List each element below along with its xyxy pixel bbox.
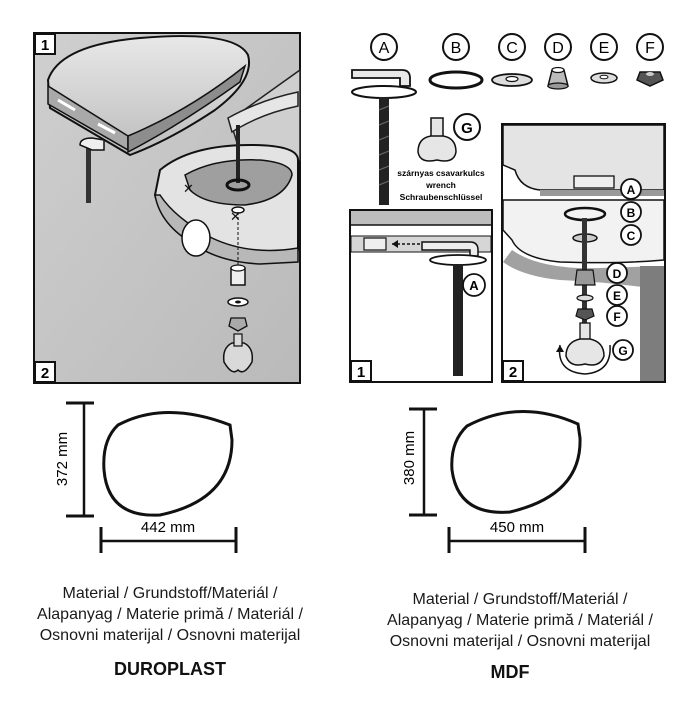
part-e-small-washer bbox=[590, 72, 618, 84]
part-f-nut bbox=[636, 71, 664, 87]
inset2-callout-a: A bbox=[620, 178, 642, 200]
material-line: Osnovni materijal / Osnovni materijal bbox=[389, 633, 651, 650]
material-line: Alapanyag / Materie primă / Materiál / bbox=[37, 606, 303, 623]
inset-step-1: A 1 bbox=[349, 209, 493, 383]
part-d-sleeve bbox=[547, 66, 569, 90]
inset2-step-number: 2 bbox=[509, 364, 517, 381]
part-label-a: A bbox=[370, 33, 398, 61]
inset1-step-number: 1 bbox=[357, 364, 365, 381]
part-label-e: E bbox=[590, 33, 618, 61]
part-label-b: B bbox=[442, 33, 470, 61]
part-c-washer bbox=[491, 73, 533, 87]
part-a-hinge-bolt bbox=[351, 69, 417, 205]
material-line: Material / Grundstoff/Materiál / bbox=[62, 585, 278, 602]
svg-text:✕: ✕ bbox=[230, 209, 241, 224]
svg-text:G: G bbox=[618, 344, 627, 358]
toilet-lid-illustration bbox=[46, 35, 250, 157]
material-line: Alapanyag / Materie primă / Materiál / bbox=[387, 612, 653, 629]
left-step-bottom-number: 2 bbox=[41, 365, 49, 382]
svg-text:A: A bbox=[379, 40, 390, 57]
seat-right-width-label: 450 mm bbox=[490, 519, 544, 536]
svg-text:C: C bbox=[506, 40, 518, 57]
wrench-label-de: Schraubenschlüssel bbox=[400, 192, 483, 202]
left-step-top-number: 1 bbox=[41, 37, 49, 54]
material-text-right: Material / Grundstoff/Materiál / Alapany… bbox=[340, 589, 700, 652]
part-label-c: C bbox=[498, 33, 526, 61]
inset2-callout-b: B bbox=[620, 201, 642, 223]
material-line: Osnovni materijal / Osnovni materijal bbox=[39, 627, 301, 644]
seat-dimension-right: 380 mm 450 mm bbox=[401, 407, 587, 553]
svg-text:F: F bbox=[645, 40, 655, 57]
seat-right-height-label: 380 mm bbox=[401, 431, 418, 485]
parts-legend: A B C D E F bbox=[351, 33, 664, 205]
svg-text:E: E bbox=[613, 289, 621, 303]
part-g-wing-wrench: G szárnyas csavarkulcs wrench Schraubens… bbox=[397, 113, 485, 202]
svg-text:✕: ✕ bbox=[183, 181, 194, 196]
inset2-callout-c: C bbox=[620, 224, 642, 246]
part-b-ring bbox=[428, 70, 484, 90]
seat-outline-right bbox=[450, 410, 582, 514]
part-label-g: G bbox=[461, 120, 473, 137]
inset2-callout-d: D bbox=[606, 262, 628, 284]
part-label-d: D bbox=[544, 33, 572, 61]
seat-left-width-label: 442 mm bbox=[141, 519, 195, 536]
part-label-f: F bbox=[636, 33, 664, 61]
wrench-label-hu: szárnyas csavarkulcs bbox=[397, 168, 485, 178]
inset1-callout-a: A bbox=[469, 278, 479, 293]
svg-text:D: D bbox=[613, 267, 622, 281]
svg-text:D: D bbox=[552, 40, 564, 57]
material-name-right: MDF bbox=[490, 662, 530, 682]
svg-text:F: F bbox=[613, 310, 620, 324]
svg-text:C: C bbox=[627, 229, 636, 243]
seat-left-height-label: 372 mm bbox=[54, 432, 71, 486]
material-name-left: DUROPLAST bbox=[114, 659, 226, 679]
svg-text:B: B bbox=[627, 206, 636, 220]
inset2-callout-f: F bbox=[606, 305, 628, 327]
seat-dimension-left: 372 mm 442 mm bbox=[54, 401, 238, 553]
inset2-callout-e: E bbox=[606, 284, 628, 306]
material-text-left: Material / Grundstoff/Materiál / Alapany… bbox=[0, 583, 340, 646]
svg-text:E: E bbox=[599, 40, 610, 57]
material-line: Material / Grundstoff/Materiál / bbox=[412, 591, 628, 608]
wrench-label-en: wrench bbox=[425, 180, 456, 190]
svg-text:B: B bbox=[451, 40, 462, 57]
right-hinge-bolt-stack bbox=[222, 125, 254, 373]
inset2-callout-g: G bbox=[612, 339, 634, 361]
inset-step-2: A B C D E F G 2 bbox=[501, 123, 666, 383]
left-hinge-bolt bbox=[79, 137, 105, 203]
svg-text:A: A bbox=[627, 183, 636, 197]
left-installation-panel: ✕ ✕ 1 2 bbox=[33, 32, 301, 384]
seat-outline-left bbox=[102, 411, 234, 517]
